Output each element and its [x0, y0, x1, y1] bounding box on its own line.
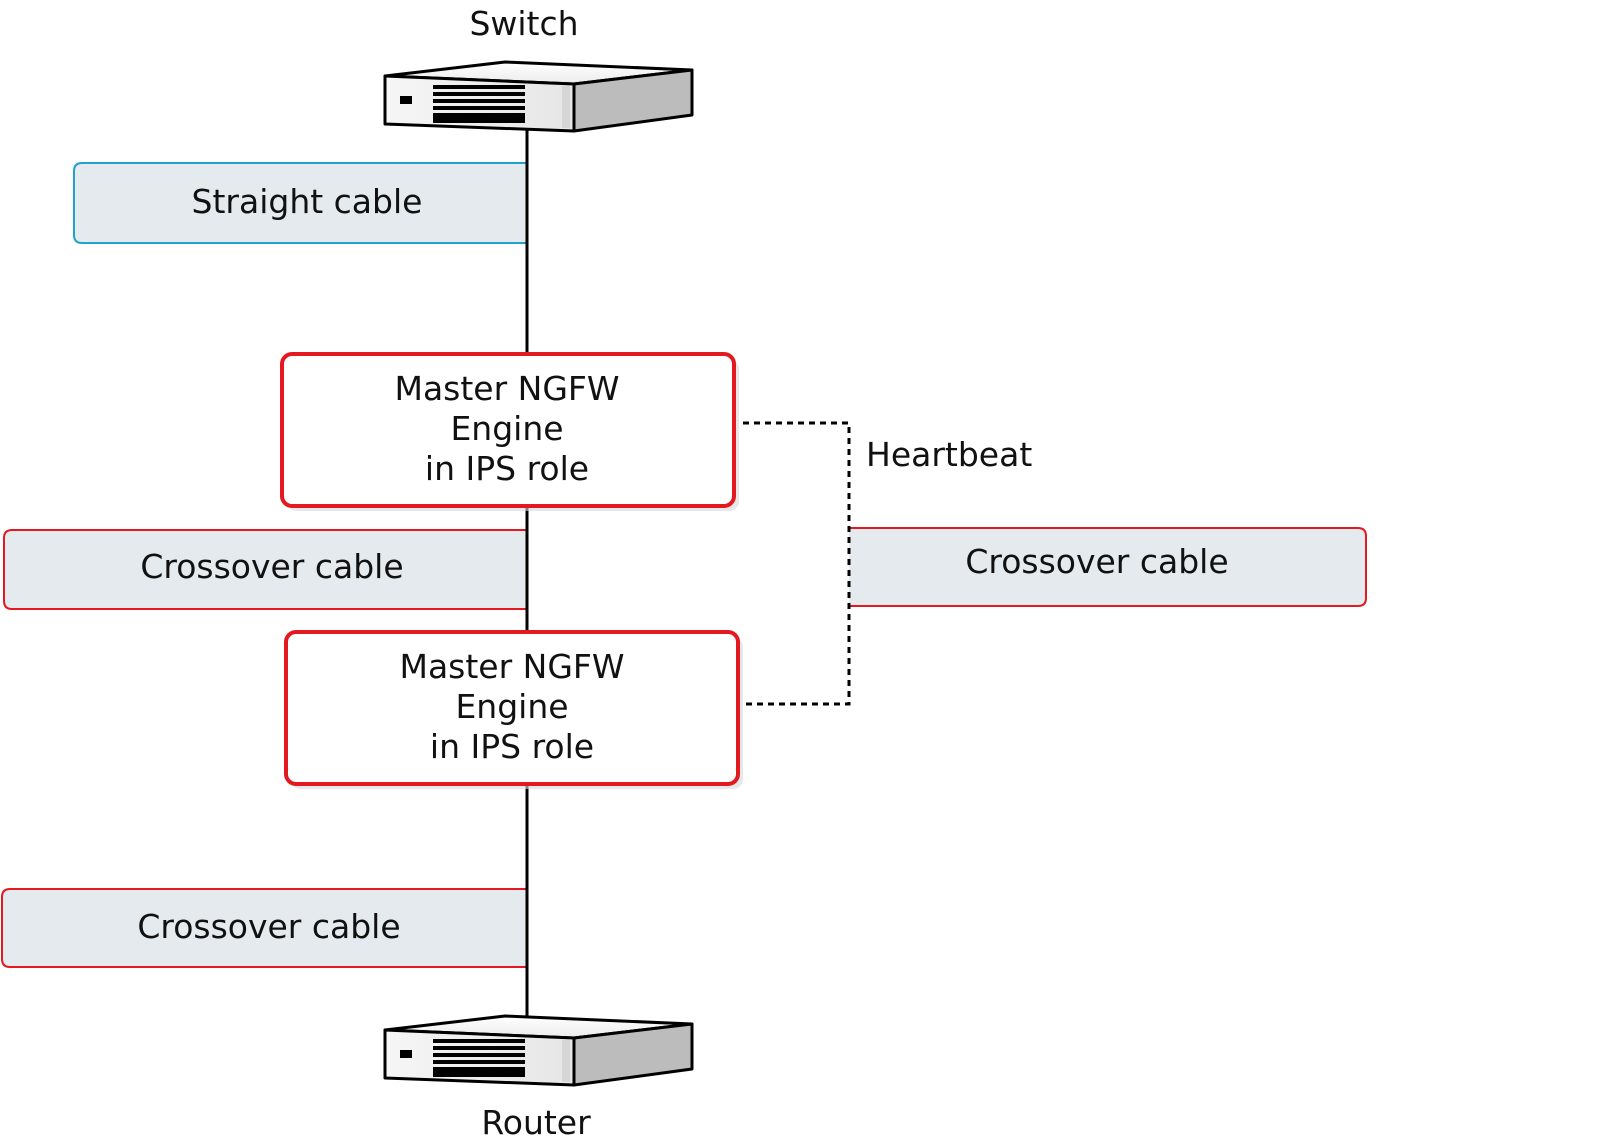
upper-engine-line1: Master NGFW — [394, 369, 619, 408]
crossover-cable-box-middle: Crossover cable — [3, 529, 527, 610]
upper-engine-line3: in IPS role — [425, 449, 589, 488]
lower-engine-line3: in IPS role — [430, 727, 594, 766]
lower-engine-box: Master NGFW Engine in IPS role — [284, 630, 743, 789]
straight-cable-box: Straight cable — [73, 162, 527, 244]
upper-engine-line2: Engine — [450, 409, 563, 448]
lower-engine-line2: Engine — [455, 687, 568, 726]
router-label: Router — [481, 1103, 591, 1135]
crossover-cable-label-middle: Crossover cable — [140, 547, 403, 586]
crossover-cable-box-bottom: Crossover cable — [1, 888, 527, 968]
switch-label: Switch — [469, 4, 578, 43]
router-icon — [383, 1014, 694, 1087]
lower-engine-line1: Master NGFW — [399, 647, 624, 686]
crossover-cable-label-bottom: Crossover cable — [137, 907, 400, 946]
crossover-cable-label-right: Crossover cable — [965, 542, 1228, 581]
crossover-cable-box-right: Crossover cable — [849, 527, 1367, 607]
straight-cable-label: Straight cable — [192, 182, 423, 221]
heartbeat-link — [743, 421, 851, 706]
switch-icon — [383, 60, 694, 133]
heartbeat-label: Heartbeat — [866, 435, 1032, 474]
upper-engine-box: Master NGFW Engine in IPS role — [280, 352, 739, 511]
